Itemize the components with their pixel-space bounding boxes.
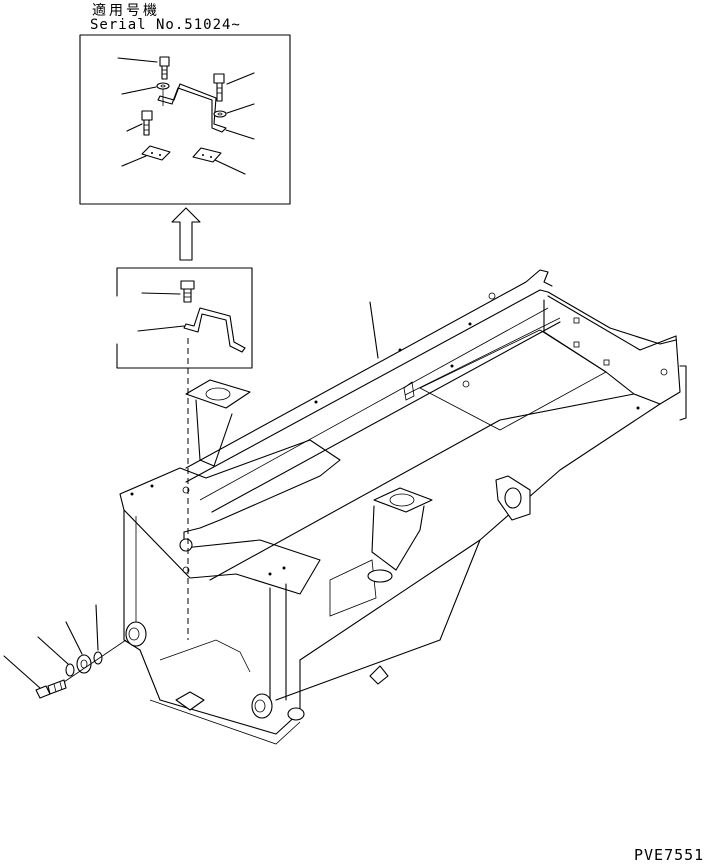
mount-part [125, 621, 147, 647]
detail-box-old-serial [116, 267, 253, 369]
bracket-part [183, 307, 246, 353]
leader-line [3, 655, 41, 689]
leader-line [121, 86, 157, 95]
bolt-part [180, 280, 195, 303]
lug-part [495, 475, 531, 521]
main-frame [119, 269, 687, 745]
serial-number-label: Serial No.51024~ [90, 17, 241, 33]
leader-line [226, 103, 255, 114]
arrow-up-icon [171, 207, 201, 261]
applicability-label: 適用号機 [92, 3, 160, 19]
detail-box-new-serial [79, 34, 291, 205]
bolt-part [213, 73, 225, 102]
leader-line [65, 621, 83, 655]
bracket-part [157, 83, 227, 133]
mount-part [251, 693, 273, 719]
leader-line [37, 636, 69, 665]
leader-line [226, 72, 255, 85]
plate-part [141, 145, 171, 161]
washer-part [213, 110, 227, 118]
leader-line [137, 325, 185, 332]
washer-part [65, 663, 75, 677]
leader-line [121, 155, 147, 167]
leader-line [117, 57, 158, 63]
bolt-part [35, 679, 67, 699]
drawing-code: PVE7551 [634, 846, 704, 864]
pillar-part [367, 487, 433, 583]
leader-line [141, 292, 181, 295]
pillar-part [185, 379, 251, 467]
leader-line [225, 129, 255, 140]
mount-part [287, 707, 305, 721]
pivot-fastener-group [3, 604, 127, 699]
leader-line [126, 123, 143, 132]
leader-line [95, 604, 99, 651]
washer-part [156, 82, 170, 90]
spacer-part [76, 654, 92, 674]
leader-line [369, 301, 379, 359]
bolt-part [141, 110, 153, 136]
plate-part [192, 147, 222, 163]
leader-line [214, 159, 246, 175]
bolt-part [159, 56, 170, 80]
washer-part [93, 651, 103, 665]
